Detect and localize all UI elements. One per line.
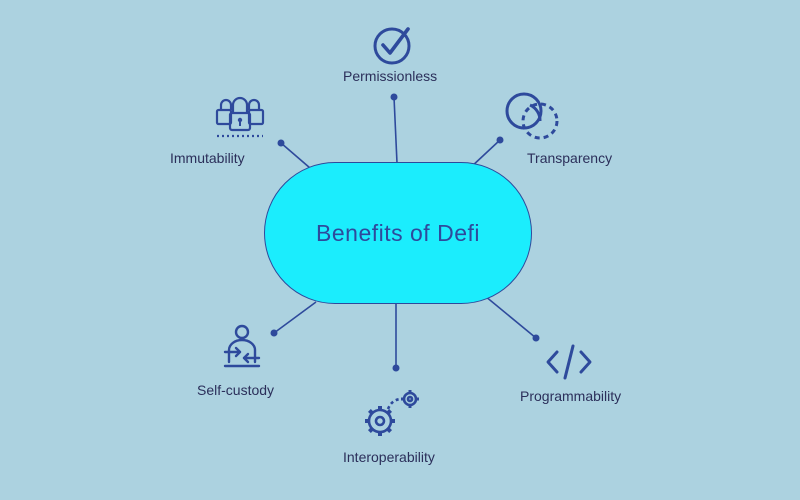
person-exchange-icon [223,324,261,368]
benefit-label-programmability: Programmability [520,388,622,404]
gears-icon [365,390,419,436]
check-circle-icon [373,27,411,65]
overlapping-circles-icon [505,92,559,140]
benefit-label-immutability: Immutability [170,150,245,166]
benefit-label-self-custody: Self-custody [197,382,275,398]
center-hub: Benefits of Defi [264,162,532,304]
hub-title: Benefits of Defi [316,219,480,246]
code-brackets-icon [546,344,592,380]
benefit-label-transparency: Transparency [527,150,613,166]
padlocks-icon [215,96,265,138]
benefit-label-permissionless: Permissionless [343,68,438,84]
benefit-label-interoperability: Interoperability [343,449,435,465]
